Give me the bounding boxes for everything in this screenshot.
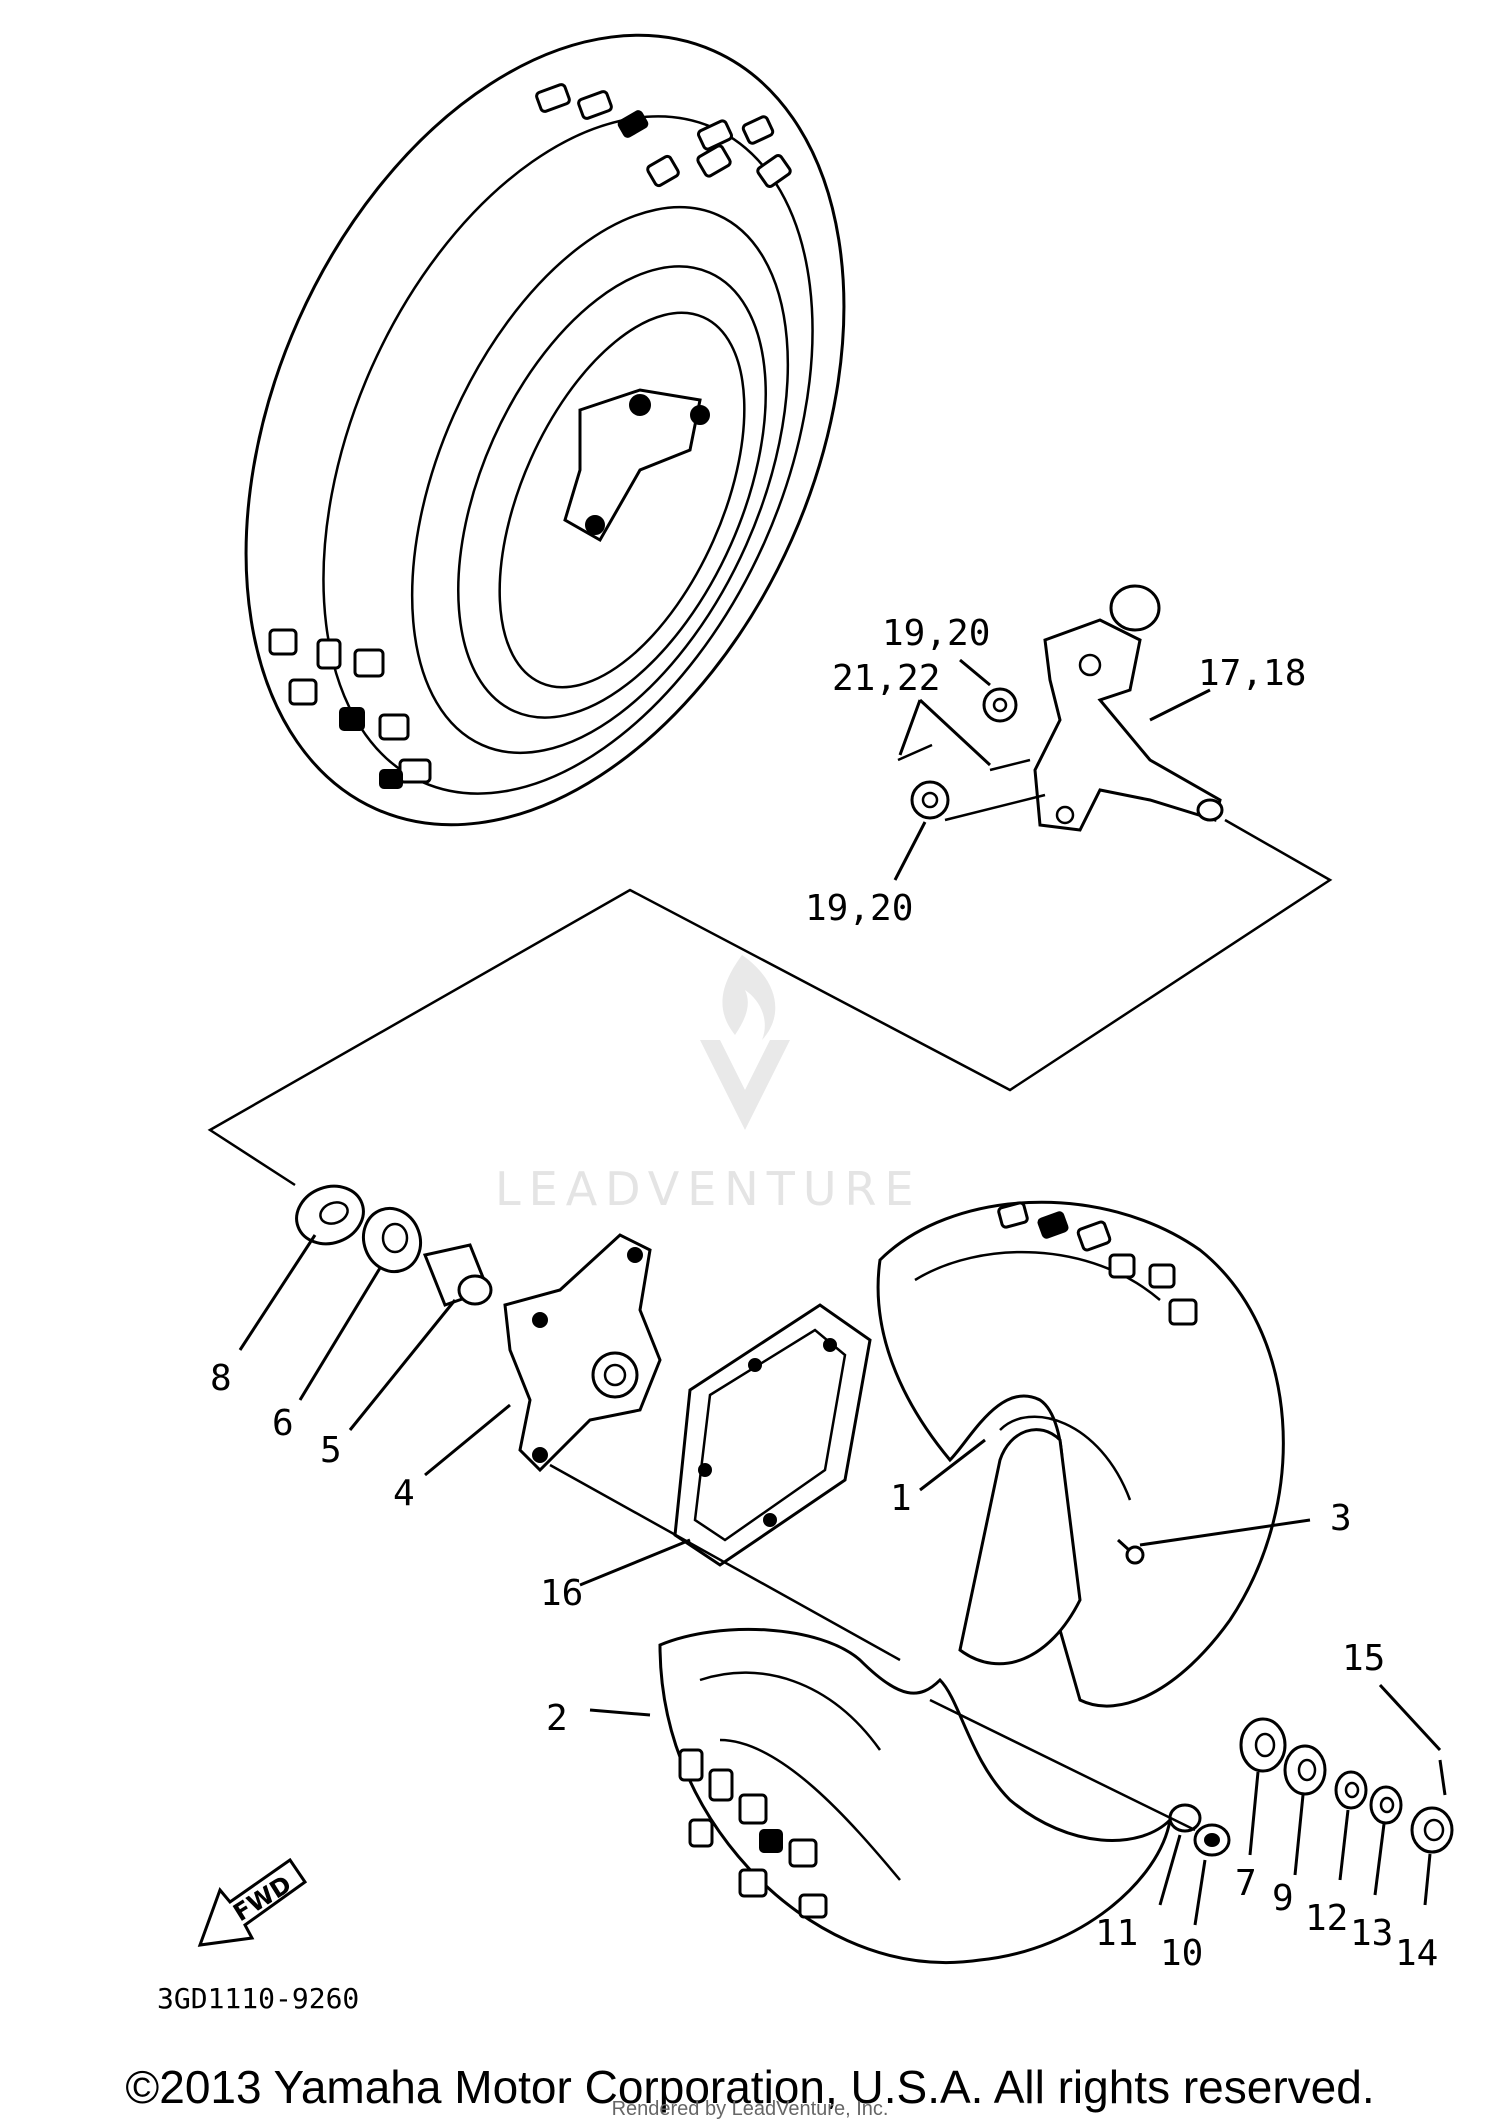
label-14: 14	[1395, 1933, 1438, 1974]
label-2: 2	[546, 1698, 568, 1739]
assembled-wheel	[244, 33, 846, 827]
label-12: 12	[1305, 1898, 1348, 1939]
part-9-seal	[1283, 1744, 1327, 1796]
label-1: 1	[890, 1478, 912, 1519]
part-7-bearing	[1239, 1717, 1287, 1773]
part-4-hub	[503, 1233, 662, 1473]
part-5-collar	[422, 1243, 493, 1307]
part-14-nut	[1410, 1806, 1454, 1854]
part-11-washer	[1168, 1803, 1202, 1833]
label-11: 11	[1095, 1913, 1138, 1954]
rim-center	[958, 1428, 1082, 1666]
label-8: 8	[210, 1358, 232, 1399]
steering-knuckle	[897, 584, 1224, 832]
part-10-nut	[1193, 1823, 1231, 1857]
label-19-20-top: 19,20	[882, 613, 990, 654]
watermark-text: LEADVENTURE	[495, 1162, 922, 1216]
label-4: 4	[393, 1473, 415, 1514]
label-21-22: 21,22	[832, 658, 940, 699]
fwd-arrow-icon: FWD	[197, 1857, 308, 1947]
part-1-tire	[876, 1200, 1285, 1708]
label-9: 9	[1272, 1878, 1294, 1919]
part-2-tire	[658, 1627, 1173, 1965]
part-13-washer	[1369, 1785, 1403, 1825]
label-15: 15	[1342, 1638, 1385, 1679]
label-6: 6	[272, 1403, 294, 1444]
label-19-20-bottom: 19,20	[805, 888, 913, 929]
part-6-bearing	[362, 1206, 422, 1274]
label-5: 5	[320, 1430, 342, 1471]
part-15-cotter-pin	[1438, 1759, 1447, 1796]
label-16: 16	[540, 1573, 583, 1614]
label-10: 10	[1160, 1933, 1203, 1974]
label-17-18: 17,18	[1198, 653, 1306, 694]
label-13: 13	[1350, 1913, 1393, 1954]
part-16-gasket	[673, 1303, 872, 1567]
rendered-by-notice: Rendered by LeadVenture, Inc.	[611, 2098, 889, 2120]
part-12-washer	[1334, 1770, 1368, 1810]
label-7: 7	[1235, 1863, 1257, 1904]
diagram-code: 3GD1110-9260	[157, 1982, 359, 2015]
part-3-valve	[1116, 1538, 1145, 1565]
copyright-notice: ©2013 Yamaha Motor Corporation, U.S.A. A…	[125, 2061, 1375, 2113]
label-3: 3	[1330, 1498, 1352, 1539]
leadventure-watermark: LEADVENTURE	[495, 955, 922, 1216]
part-8-seal	[295, 1184, 365, 1246]
